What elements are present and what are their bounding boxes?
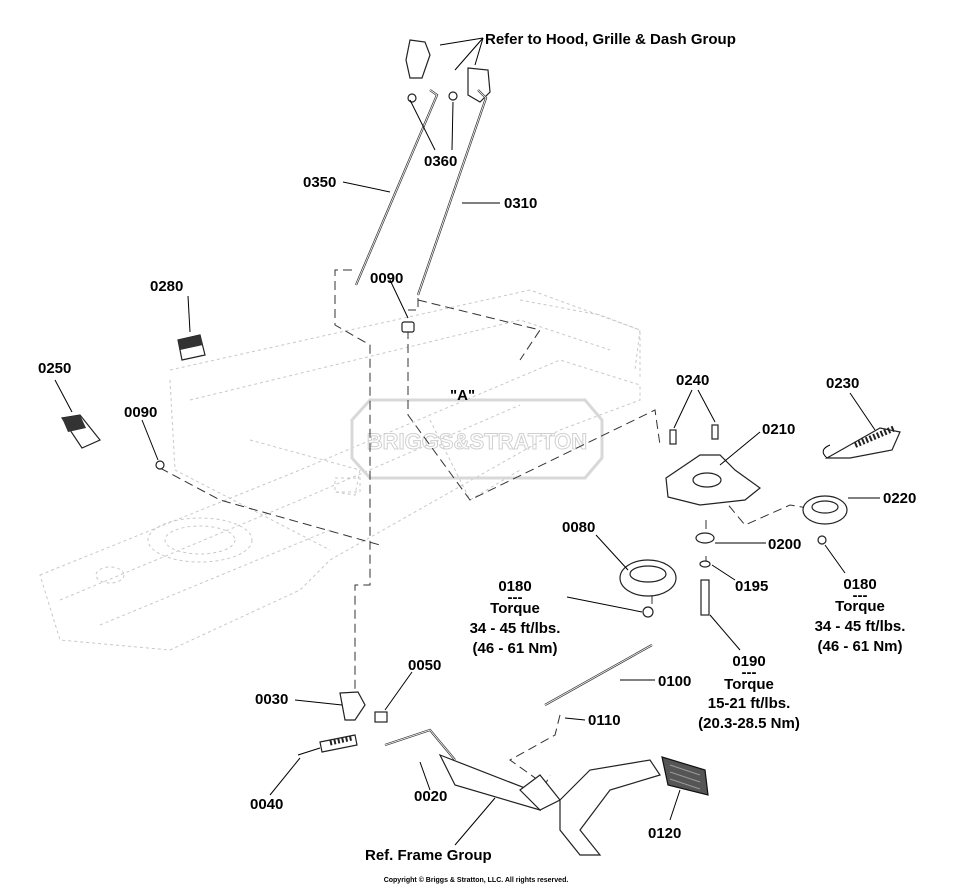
svg-text:(46 - 61 Nm): (46 - 61 Nm) — [817, 638, 902, 655]
label-0310: 0310 — [504, 195, 537, 212]
label-0040: 0040 — [250, 796, 283, 813]
label-0020: 0020 — [414, 788, 447, 805]
label-0100: 0100 — [658, 673, 691, 690]
label-0230: 0230 — [826, 375, 859, 392]
label-0110: 0110 — [588, 712, 621, 729]
svg-text:---: --- — [853, 587, 868, 604]
label-0195: 0195 — [735, 578, 768, 595]
pulleys — [619, 495, 848, 618]
label-0220: 0220 — [883, 490, 916, 507]
svg-text:---: --- — [508, 589, 523, 606]
svg-text:BRIGGS&STRATTON: BRIGGS&STRATTON — [367, 429, 587, 454]
watermark: BRIGGS&STRATTON — [350, 398, 604, 480]
label-0240: 0240 — [676, 372, 709, 389]
label-0180-right: 0180 — [843, 576, 876, 593]
label-0030: 0030 — [255, 691, 288, 708]
torque-note-right: 0180 --- Torque 34 - 45 ft/lbs. (46 - 61… — [815, 576, 906, 655]
svg-text:Torque: Torque — [724, 676, 774, 693]
svg-text:34 - 45 ft/lbs.: 34 - 45 ft/lbs. — [815, 618, 906, 635]
svg-text:Torque: Torque — [835, 598, 885, 615]
torque-note-bolt: 0190 --- Torque 15-21 ft/lbs. (20.3-28.5… — [698, 653, 800, 732]
svg-text:---: --- — [742, 664, 757, 681]
label-0080: 0080 — [562, 519, 595, 536]
idler-bracket — [665, 424, 901, 506]
label-0210: 0210 — [762, 421, 795, 438]
label-view-a: "A" — [450, 387, 475, 404]
label-0180-left: 0180 — [498, 578, 531, 595]
frame-ghost — [39, 289, 641, 651]
torque-note-left: 0180 --- Torque 34 - 45 ft/lbs. (46 - 61… — [470, 578, 561, 657]
svg-text:15-21 ft/lbs.: 15-21 ft/lbs. — [708, 695, 791, 712]
labels: Refer to Hood, Grille & Dash Group 0360 … — [38, 31, 916, 884]
lower-linkage — [297, 644, 709, 856]
svg-text:(46 - 61 Nm): (46 - 61 Nm) — [472, 640, 557, 657]
label-0050: 0050 — [408, 657, 441, 674]
label-0090-lower: 0090 — [124, 404, 157, 421]
label-0350: 0350 — [303, 174, 336, 191]
leader-lines — [54, 37, 880, 846]
label-0280: 0280 — [150, 278, 183, 295]
label-0120: 0120 — [648, 825, 681, 842]
svg-text:34 - 45 ft/lbs.: 34 - 45 ft/lbs. — [470, 620, 561, 637]
pedal-pads — [60, 334, 206, 470]
label-0250: 0250 — [38, 360, 71, 377]
ref-frame-callout: Ref. Frame Group — [365, 847, 492, 864]
ref-hood-callout: Refer to Hood, Grille & Dash Group — [485, 31, 736, 48]
label-0090-upper: 0090 — [370, 270, 403, 287]
svg-text:Torque: Torque — [490, 600, 540, 617]
label-0190: 0190 — [732, 653, 765, 670]
copyright: Copyright © Briggs & Stratton, LLC. All … — [384, 876, 569, 884]
svg-text:(20.3-28.5 Nm): (20.3-28.5 Nm) — [698, 715, 800, 732]
label-0360: 0360 — [424, 153, 457, 170]
cable-assembly — [354, 39, 491, 333]
label-0200: 0200 — [768, 536, 801, 553]
